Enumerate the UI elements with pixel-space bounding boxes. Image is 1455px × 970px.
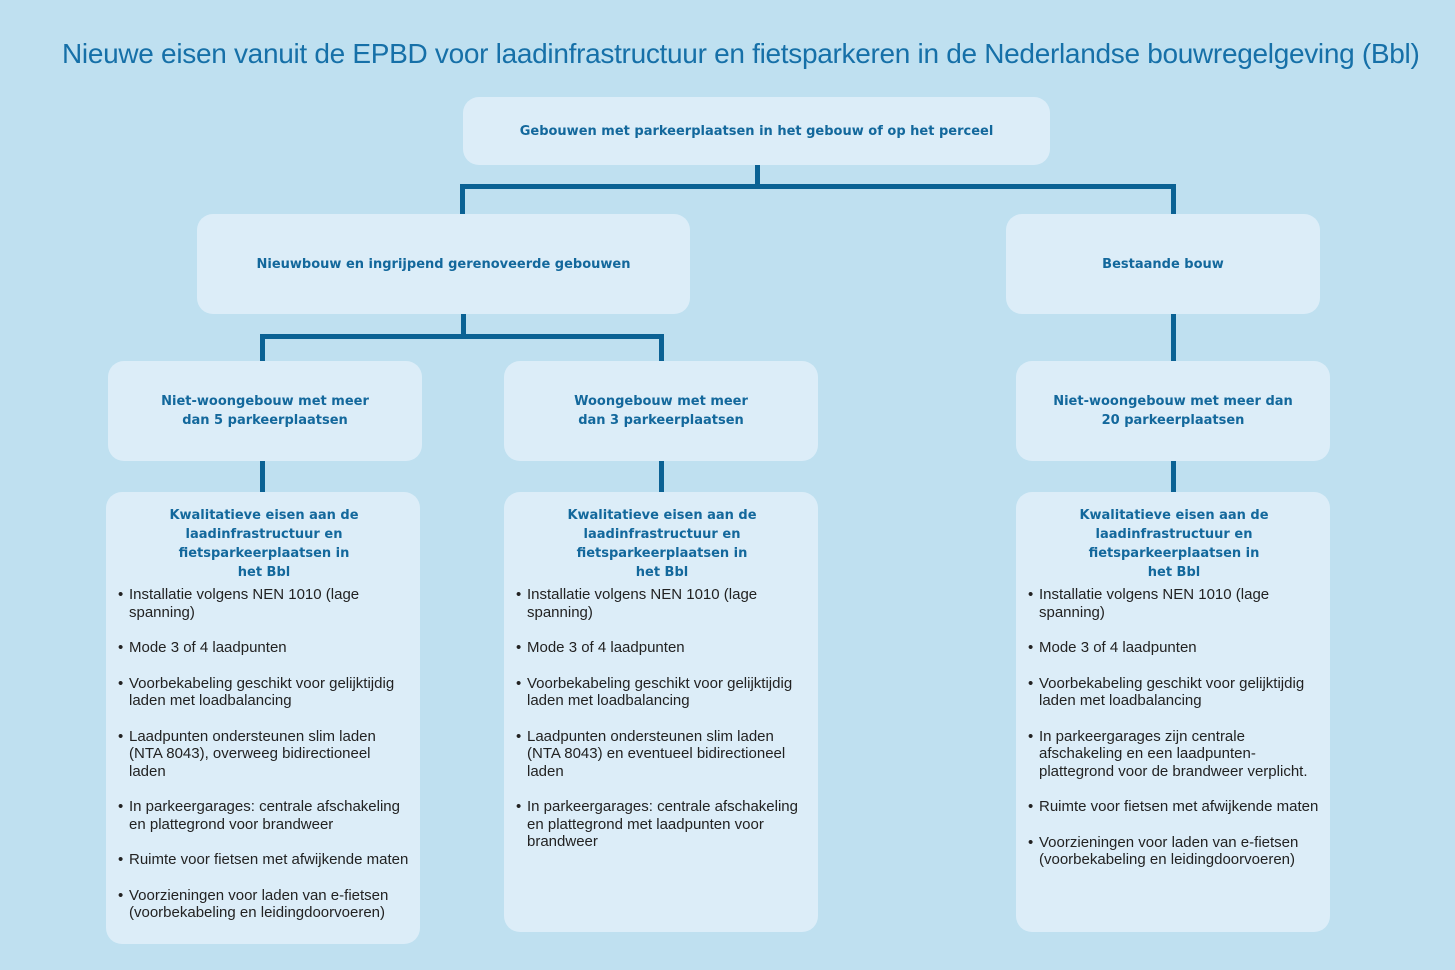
node-new-buildings: Nieuwbouw en ingrijpend gerenoveerde geb… bbox=[197, 214, 690, 314]
requirement-item: In parkeergarages zijn centrale afschake… bbox=[1028, 728, 1320, 781]
requirement-item: Laadpunten ondersteunen slim laden (NTA … bbox=[516, 728, 808, 781]
node-label: Niet-woongebouw met meer dan 5 parkeerpl… bbox=[161, 394, 369, 428]
requirement-item: Installatie volgens NEN 1010 (lage spann… bbox=[516, 586, 808, 621]
connector bbox=[460, 184, 465, 214]
connector bbox=[260, 334, 664, 339]
connector bbox=[755, 165, 760, 188]
node-residential-3: Woongebouw met meer dan 3 parkeerplaatse… bbox=[504, 361, 818, 461]
requirements-heading: Kwalitatieve eisen aan de laadinfrastruc… bbox=[169, 508, 359, 580]
requirement-item: In parkeergarages: centrale afschakeling… bbox=[516, 798, 808, 851]
node-label: Woongebouw met meer dan 3 parkeerplaatse… bbox=[574, 394, 748, 428]
connector bbox=[461, 314, 466, 336]
connector bbox=[460, 184, 1176, 189]
requirements-box-residential-3: Kwalitatieve eisen aan de laadinfrastruc… bbox=[504, 492, 818, 932]
requirement-item: Voorbekabeling geschikt voor gelijktijdi… bbox=[118, 675, 410, 710]
requirement-item: Ruimte voor fietsen met afwijkende maten bbox=[1028, 798, 1320, 816]
node-non-residential-20: Niet-woongebouw met meer dan 20 parkeerp… bbox=[1016, 361, 1330, 461]
requirement-item: Mode 3 of 4 laadpunten bbox=[1028, 639, 1320, 657]
connector bbox=[1171, 184, 1176, 214]
requirement-item: Voorzieningen voor laden van e-fietsen (… bbox=[118, 887, 410, 922]
requirement-item: Installatie volgens NEN 1010 (lage spann… bbox=[118, 586, 410, 621]
requirements-heading: Kwalitatieve eisen aan de laadinfrastruc… bbox=[1079, 508, 1269, 580]
connector bbox=[1171, 461, 1176, 492]
node-label: Niet-woongebouw met meer dan 20 parkeerp… bbox=[1053, 394, 1293, 428]
requirements-heading: Kwalitatieve eisen aan de laadinfrastruc… bbox=[567, 508, 757, 580]
node-existing-buildings: Bestaande bouw bbox=[1006, 214, 1320, 314]
connector bbox=[260, 334, 265, 361]
diagram-title: Nieuwe eisen vanuit de EPBD voor laadinf… bbox=[62, 38, 1420, 69]
connector bbox=[659, 334, 664, 361]
requirement-item: Voorbekabeling geschikt voor gelijktijdi… bbox=[516, 675, 808, 710]
requirement-item: In parkeergarages: centrale afschakeling… bbox=[118, 798, 410, 833]
requirement-item: Mode 3 of 4 laadpunten bbox=[516, 639, 808, 657]
requirement-item: Installatie volgens NEN 1010 (lage spann… bbox=[1028, 586, 1320, 621]
requirement-item: Mode 3 of 4 laadpunten bbox=[118, 639, 410, 657]
requirements-box-non-residential-20: Kwalitatieve eisen aan de laadinfrastruc… bbox=[1016, 492, 1330, 932]
requirement-item: Voorzieningen voor laden van e-fietsen (… bbox=[1028, 834, 1320, 869]
requirement-item: Laadpunten ondersteunen slim laden (NTA … bbox=[118, 728, 410, 781]
connector bbox=[260, 461, 265, 492]
requirements-box-non-residential-5: Kwalitatieve eisen aan de laadinfrastruc… bbox=[106, 492, 420, 944]
requirement-item: Ruimte voor fietsen met afwijkende maten bbox=[118, 851, 410, 869]
root-node: Gebouwen met parkeerplaatsen in het gebo… bbox=[463, 97, 1050, 165]
connector bbox=[1171, 314, 1176, 361]
connector bbox=[659, 461, 664, 492]
node-non-residential-5: Niet-woongebouw met meer dan 5 parkeerpl… bbox=[108, 361, 422, 461]
requirement-item: Voorbekabeling geschikt voor gelijktijdi… bbox=[1028, 675, 1320, 710]
